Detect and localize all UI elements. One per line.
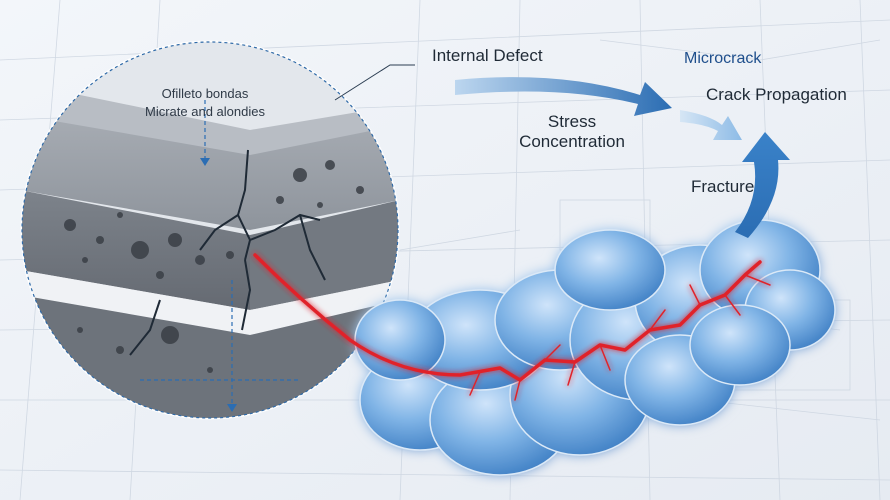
lens-caption-line1: Ofilleto bondas bbox=[161, 86, 249, 101]
label-microcrack: Microcrack bbox=[684, 50, 762, 67]
label-crack-propagation: Crack Propagation bbox=[706, 85, 847, 104]
label-fracture: Fracture bbox=[691, 177, 755, 196]
label-stress-line2: Concentration bbox=[519, 131, 625, 151]
arrow-defect-to-microcrack bbox=[455, 77, 672, 116]
crack-path bbox=[253, 253, 771, 401]
stress-cloud bbox=[354, 219, 836, 476]
lens-caption-line2: Micrate and alondies bbox=[145, 103, 265, 119]
magnifier-lens bbox=[20, 40, 400, 420]
label-internal-defect: Internal Defect bbox=[432, 46, 543, 65]
process-arrows bbox=[455, 77, 790, 238]
label-stress-concentration: Stress Concentration bbox=[515, 112, 629, 151]
label-stress-line1: Stress bbox=[547, 112, 597, 131]
leader-line bbox=[334, 64, 415, 101]
arrow-microcrack-to-propagation bbox=[680, 110, 742, 140]
lens-caption: Ofilleto bondas Micrate and alondies bbox=[125, 85, 285, 120]
arrow-fracture bbox=[735, 132, 790, 238]
